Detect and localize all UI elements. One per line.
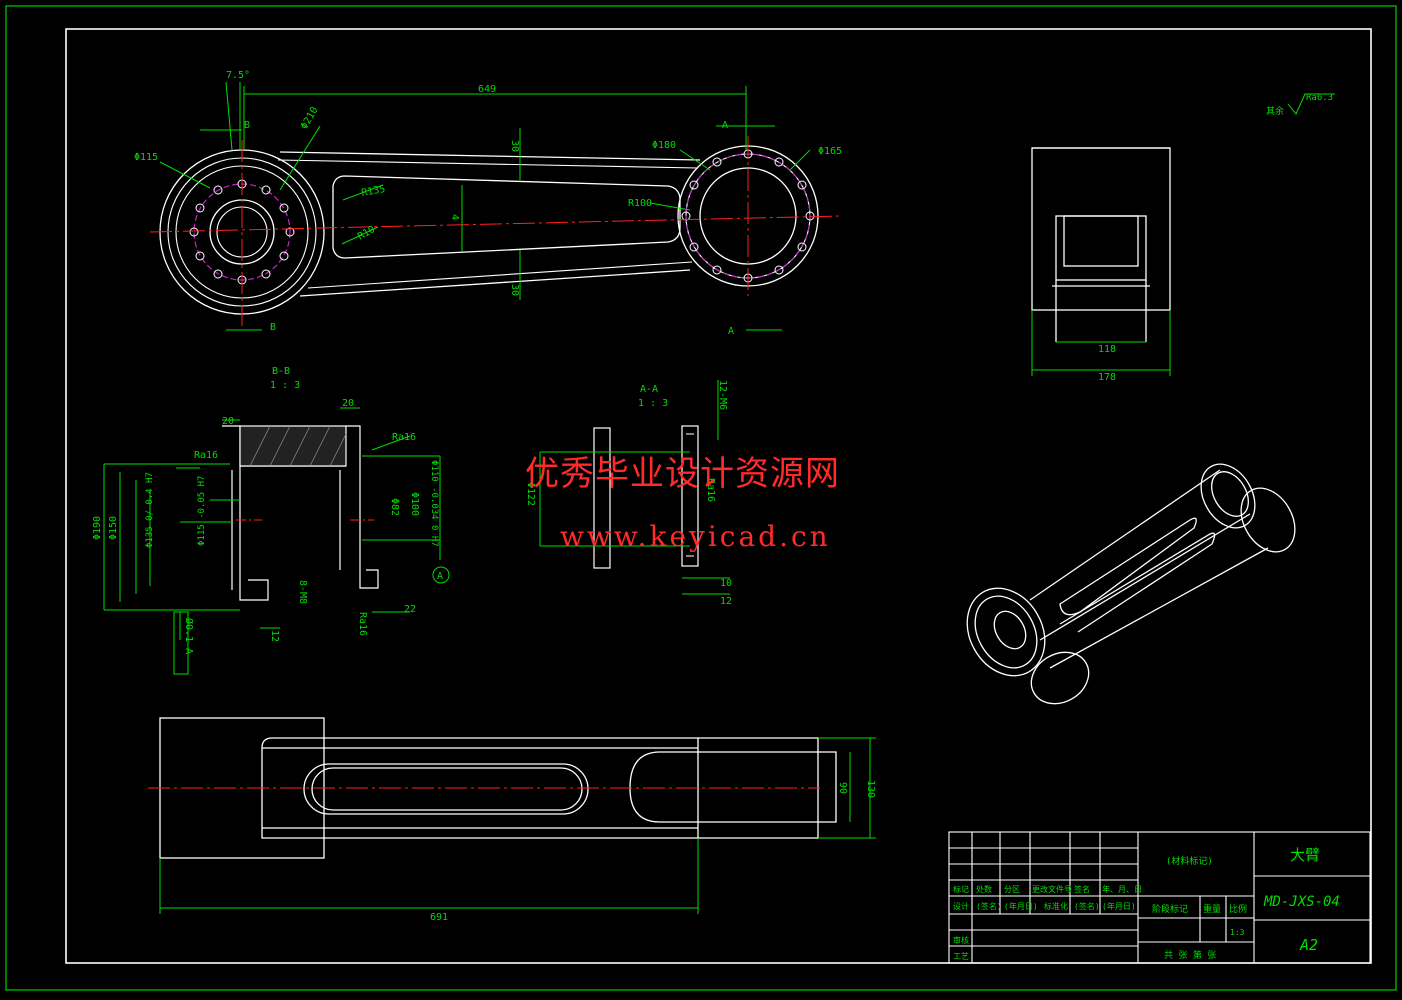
- dim-d150: Φ150: [108, 516, 119, 540]
- roughness-note: 其余: [1266, 105, 1284, 117]
- dim-bb-12: 12: [269, 630, 280, 642]
- dim-d190: Φ190: [92, 516, 103, 540]
- tb-r1c4: 更改文件号: [1032, 884, 1072, 894]
- watermark-chinese: 优秀毕业设计资源网: [525, 454, 840, 494]
- dim-bb-20a: 20: [222, 416, 234, 427]
- inner-frame: [65, 28, 1372, 964]
- ra16-d: Ra16: [705, 478, 716, 502]
- dim-649: 649: [478, 84, 496, 95]
- dim-angle: 7.5°: [226, 70, 250, 81]
- tb-r1c1: 标记: [953, 884, 969, 894]
- material-mark: (材料标记): [1166, 855, 1213, 867]
- process-label: 工艺: [953, 952, 969, 961]
- stage-label: 阶段标记: [1152, 903, 1188, 915]
- sec-b-top: B: [244, 120, 250, 131]
- aa-scale: 1 : 3: [638, 398, 668, 409]
- dim-d180: Φ180: [652, 140, 676, 151]
- watermark-url: www.keyicad.cn: [560, 520, 831, 553]
- scale-value: 1:3: [1230, 928, 1245, 937]
- tb-r2c5: (签名): [1074, 901, 1100, 911]
- dim-90: 90: [837, 782, 848, 794]
- tb-r2c1: 设计: [953, 901, 969, 911]
- weight-label: 重量: [1203, 903, 1221, 915]
- dim-aa-122: Φ122: [525, 482, 536, 506]
- aa-title: A-A: [640, 384, 658, 395]
- part-name: 大臂: [1290, 846, 1320, 864]
- title-block-grid: [948, 831, 1371, 964]
- sec-a-bot: A: [728, 326, 734, 337]
- bb-title: B-B: [272, 366, 290, 377]
- dim-30-bottom: 30: [509, 284, 520, 296]
- scale-label: 比例: [1229, 903, 1247, 915]
- sec-b-bot: B: [270, 322, 276, 333]
- dim-r100: R100: [628, 198, 652, 209]
- tb-r2c2: (签名): [976, 901, 1002, 911]
- ra16-c: Ra16: [357, 612, 368, 636]
- datum-a: A: [437, 571, 443, 582]
- ra16-b: Ra16: [392, 432, 416, 443]
- tb-r2c4: 标准化: [1044, 901, 1068, 911]
- tb-r1c2: 处数: [976, 884, 992, 894]
- dim-691: 691: [430, 912, 448, 923]
- outer-frame: [5, 5, 1397, 991]
- right-hub-bolt-holes: [681, 149, 815, 283]
- side-view: [1031, 93, 1335, 376]
- dim-30-top: 30: [509, 140, 520, 152]
- tb-r1c6: 年、月、日: [1102, 884, 1142, 894]
- sheet-size: A2: [1299, 936, 1318, 954]
- dim-d110: Φ110 -0.034 0 H7: [429, 460, 439, 547]
- dim-aa-12: 12: [720, 596, 732, 607]
- dim-d165: Φ165: [818, 146, 842, 157]
- dim-130: 130: [865, 780, 876, 798]
- top-view: [149, 81, 841, 331]
- sec-a-top: A: [722, 120, 728, 131]
- bottom-view: [148, 717, 876, 914]
- geo-tolerance: Ø0.1 A: [183, 618, 195, 654]
- ra16-a: Ra16: [194, 450, 218, 461]
- bb-scale: 1 : 3: [270, 380, 300, 391]
- dim-d115: Φ115: [134, 152, 158, 163]
- dim-d135: Φ135 0/-0.4 H7: [145, 472, 155, 548]
- dim-aa-12m6: 12-M6: [717, 380, 728, 410]
- sheet-count: 共 张 第 张: [1164, 949, 1216, 961]
- dim-8m8: 8-M8: [297, 580, 308, 604]
- dim-178: 178: [1098, 372, 1116, 383]
- dim-d115b: Φ115 -0.05 H7: [197, 476, 207, 546]
- tb-r2c3: (年月日): [1004, 901, 1038, 911]
- tb-r2c6: (年月日): [1102, 901, 1136, 911]
- dim-aa-10: 10: [720, 578, 732, 589]
- tb-r1c3: 分区: [1004, 885, 1020, 894]
- dim-r135: R135: [361, 184, 387, 199]
- roughness-value: Ra6.3: [1306, 93, 1333, 103]
- drawing-number: MD-JXS-04: [1263, 894, 1340, 910]
- tb-r1c5: 签名: [1074, 884, 1090, 894]
- check-label: 审核: [953, 935, 969, 945]
- section-aa: [539, 380, 730, 595]
- dim-d210: Φ210: [299, 105, 321, 131]
- dim-d82: Φ82: [389, 498, 400, 516]
- title-block: (材料标记) 大臂 MD-JXS-04 A2 1:3 阶段标记 重量 比例 共 …: [953, 846, 1340, 961]
- dim-4: 4: [449, 214, 460, 220]
- iso-view: [966, 463, 1296, 705]
- section-bb: [103, 407, 450, 675]
- dim-bb-22: 22: [404, 604, 416, 615]
- dim-bb-20b: 20: [342, 398, 354, 409]
- dim-118: 118: [1098, 344, 1116, 355]
- dim-d100: Φ100: [409, 492, 420, 516]
